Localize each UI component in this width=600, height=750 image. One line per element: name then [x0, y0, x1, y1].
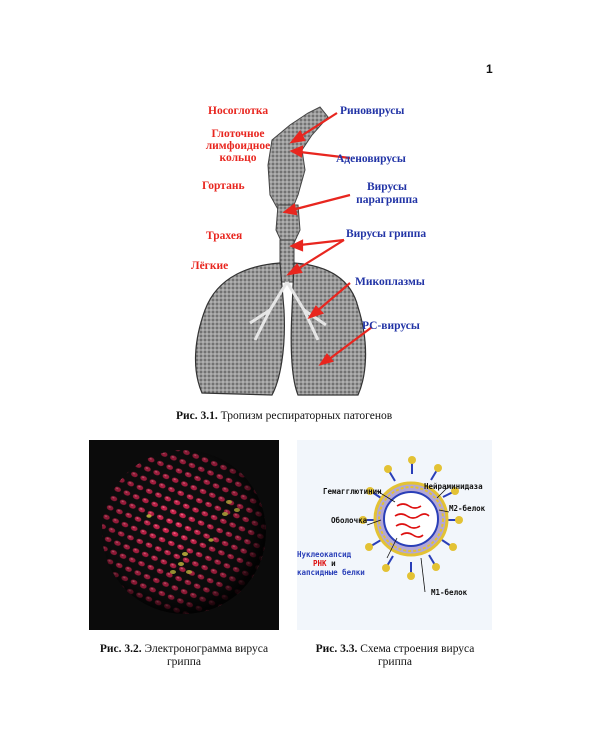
label-nasopharynx: Носоглотка	[208, 105, 269, 117]
label-envelope: Оболочка	[331, 516, 368, 525]
label-neuraminidase: Нейраминидаза	[424, 482, 483, 491]
figure-3-3-caption: Рис. 3.3. Схема строения вируса гриппа	[300, 643, 490, 669]
label-capsid-proteins: капсидные белки	[297, 568, 365, 577]
respiratory-tract-illustration	[194, 106, 367, 396]
figure-3-1-caption-text: Тропизм респираторных патогенов	[217, 410, 393, 422]
figure-3-1-caption-number: Рис. 3.1.	[176, 410, 218, 422]
figure-3-2-caption: Рис. 3.2. Электронограмма вируса гриппа	[89, 643, 279, 669]
label-influenza-viruses: Вирусы гриппа	[346, 228, 427, 240]
page-number: 1	[486, 62, 493, 76]
electron-micrograph	[89, 440, 279, 630]
figure-3-1-caption: Рис. 3.1. Тропизм респираторных патогено…	[176, 410, 392, 422]
label-and: и	[331, 559, 336, 568]
label-trachea: Трахея	[206, 230, 243, 242]
virus-structure-schematic: Гемагглютинин Нейраминидаза Оболочка М2-…	[297, 440, 492, 630]
label-mycoplasmas: Микоплазмы	[355, 276, 425, 288]
label-larynx: Гортань	[202, 180, 245, 192]
figure-3-3-caption-number: Рис. 3.3.	[315, 643, 358, 655]
figure-3-2-caption-number: Рис. 3.2.	[99, 643, 142, 655]
label-rna: РНК	[313, 559, 327, 568]
label-rhinoviruses: Риновирусы	[340, 105, 405, 117]
label-m2-protein: М2-белок	[449, 504, 486, 513]
label-lungs: Лёгкие	[191, 260, 229, 272]
label-m1-protein: М1-белок	[431, 588, 468, 597]
figure-3-3-caption-text: Схема строения вируса гриппа	[357, 643, 475, 668]
label-rs-viruses: РС-вирусы	[362, 320, 420, 332]
label-adenoviruses: Аденовирусы	[336, 153, 406, 165]
label-pharyngeal-lymphoid-ring: Глоточное лимфоидное кольцо	[205, 128, 271, 164]
figure-3-2-caption-text: Электронограмма вируса гриппа	[141, 643, 269, 668]
label-parainfluenza-viruses: Вирусы парагриппа	[356, 181, 418, 206]
label-nucleocapsid: Нуклеокапсид	[297, 550, 352, 559]
label-hemagglutinin: Гемагглютинин	[323, 487, 382, 496]
label-rna-line: РНК и	[313, 559, 336, 568]
